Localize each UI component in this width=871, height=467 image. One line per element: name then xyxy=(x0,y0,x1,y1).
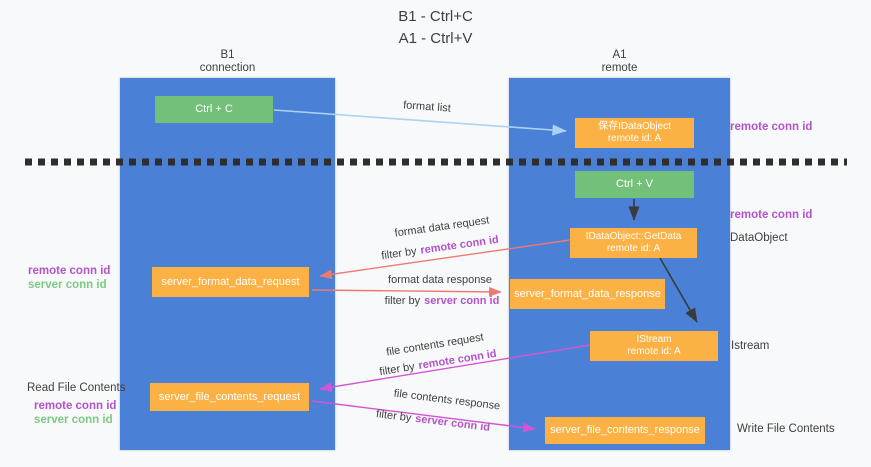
node-server-format-data-request: server_format_data_request xyxy=(152,267,309,297)
node-istream: IStream remote id: A xyxy=(590,331,718,361)
node-server-file-contents-request: server_file_contents_request xyxy=(150,383,309,411)
node-ctrl-v: Ctrl + V xyxy=(575,171,694,198)
edge-label-file-contents-response: file contents response xyxy=(393,387,501,413)
server-conn-id-text: server conn id xyxy=(414,412,491,434)
filter-by-text: filter by xyxy=(378,360,416,379)
node-server-format-data-request-label: server_format_data_request xyxy=(161,275,300,288)
side-label-remote-conn-id-top: remote conn id xyxy=(730,121,813,133)
remote-conn-id-text: remote conn id xyxy=(419,233,500,257)
title-line-1: B1 - Ctrl+C xyxy=(398,8,473,25)
node-server-file-contents-response: server_file_contents_response xyxy=(545,417,705,444)
title-line-2: A1 - Ctrl+V xyxy=(398,30,473,47)
lane-a1-subtitle: remote xyxy=(601,62,638,74)
side-label-remote-conn-id-left2: remote conn id xyxy=(34,400,117,412)
side-label-server-conn-id-left1: server conn id xyxy=(28,279,107,291)
arrow-format-data-response xyxy=(311,286,502,297)
filter-by-text: filter by xyxy=(375,408,413,425)
side-label-read-file-contents: Read File Contents xyxy=(27,382,126,394)
node-istream-line2: remote id: A xyxy=(627,346,681,357)
node-getdata-line1: IDataObject::GetData xyxy=(585,231,682,242)
edge-label-format-data-response: format data response xyxy=(388,274,492,286)
lane-header-a1: A1 remote xyxy=(509,49,730,75)
node-server-file-contents-response-label: server_file_contents_response xyxy=(550,424,700,436)
node-server-file-contents-request-label: server_file_contents_request xyxy=(158,390,301,403)
lane-b1-name: B1 xyxy=(220,49,235,61)
node-saved-idataobject-line2: remote id: A xyxy=(607,133,662,144)
side-label-write-file-contents: Write File Contents xyxy=(737,423,835,435)
diagram-title: B1 - Ctrl+C A1 - Ctrl+V xyxy=(0,6,871,50)
side-label-remote-conn-id-left1: remote conn id xyxy=(28,265,111,277)
node-getdata-line2: remote id: A xyxy=(606,243,661,254)
side-label-server-conn-id-left2: server conn id xyxy=(34,414,113,426)
edge-label-format-list: format list xyxy=(402,99,452,115)
node-saved-idataobject: 保存IDataObject remote id: A xyxy=(575,118,694,148)
server-conn-id-text: server conn id xyxy=(424,295,500,307)
side-label-remote-conn-id-mid: remote conn id xyxy=(730,209,813,221)
node-ctrl-c: Ctrl + C xyxy=(155,96,273,123)
lane-b1-subtitle: connection xyxy=(199,62,256,74)
filter-by-text: filter by xyxy=(384,295,421,307)
node-server-format-data-response-label: server_format_data_response xyxy=(514,287,661,300)
node-ctrl-v-label: Ctrl + V xyxy=(616,178,653,190)
lane-header-b1: B1 connection xyxy=(120,49,335,75)
node-istream-line1: IStream xyxy=(636,334,672,345)
node-saved-idataobject-line1: 保存IDataObject xyxy=(598,121,671,132)
lane-a1-name: A1 xyxy=(612,49,627,61)
side-label-dataobject: DataObject xyxy=(730,232,788,244)
node-idataobject-getdata: IDataObject::GetData remote id: A xyxy=(570,228,697,258)
node-server-format-data-response: server_format_data_response xyxy=(510,279,665,309)
node-ctrl-c-label: Ctrl + C xyxy=(195,103,233,115)
filter-by-text: filter by xyxy=(380,245,418,263)
side-label-istream: Istream xyxy=(731,340,770,352)
